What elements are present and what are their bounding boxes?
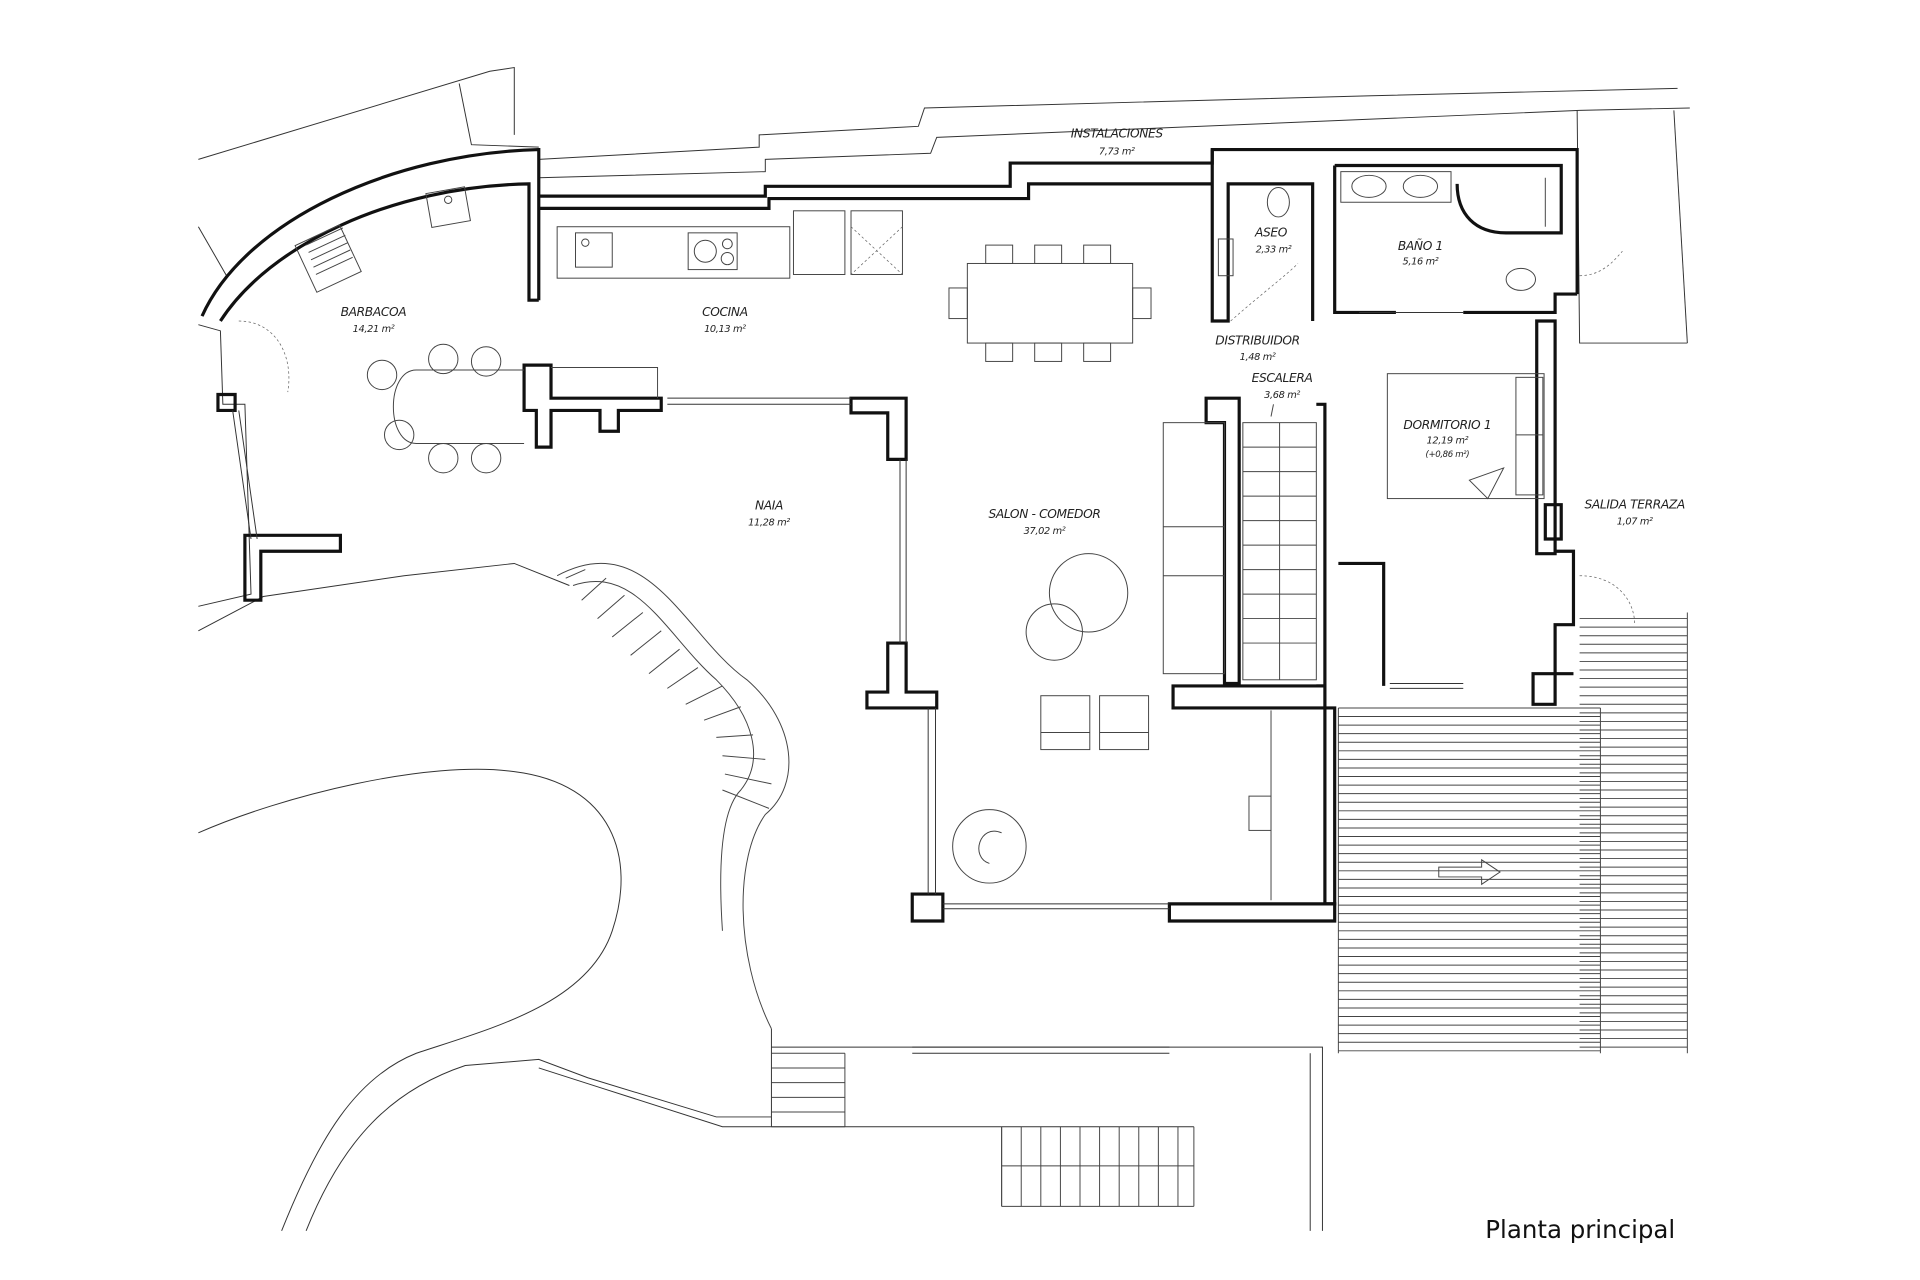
room-name-salon: SALON - COMEDOR [988, 507, 1100, 521]
room-name-naia: NAIA [755, 499, 783, 513]
walls [200, 147, 1579, 923]
room-area-naia: 11,28 m² [748, 518, 790, 529]
room-name-cocina: COCINA [702, 305, 748, 319]
curved-exterior-stair [556, 562, 790, 1029]
salon-furniture [948, 244, 1272, 901]
bedroom-furniture [1386, 373, 1545, 500]
room-name-barbacoa: BARBACOA [341, 305, 407, 319]
site-outline [197, 66, 1690, 1231]
room-area-dormitorio: 12,19 m² [1427, 435, 1469, 446]
outdoor-dining [366, 343, 659, 474]
room-name-aseo: ASEO [1254, 226, 1288, 240]
room-area-salon: 37,02 m² [1024, 526, 1066, 537]
room-area-aseo: 2,33 m² [1256, 244, 1292, 255]
terrace-deck [1337, 612, 1688, 1054]
room-area-barbacoa: 14,21 m² [353, 324, 395, 335]
plan-title: Planta principal [1485, 1215, 1675, 1244]
lower-stairs [771, 1052, 1195, 1207]
room-area-bano: 5,16 m² [1403, 257, 1439, 268]
door-swings [238, 250, 1636, 625]
kitchen-fittings [294, 186, 903, 293]
room-labels: INSTALACIONES 7,73 m² BARBACOA 14,21 m² … [341, 126, 1686, 537]
room-name-dormitorio: DORMITORIO 1 [1403, 418, 1491, 432]
room-area-salida-terraza: 1,07 m² [1617, 516, 1653, 527]
room-name-distribuidor: DISTRIBUIDOR [1215, 333, 1299, 347]
room-extra-dormitorio: (+0,86 m²) [1425, 450, 1469, 460]
room-name-salida-terraza: SALIDA TERRAZA [1584, 497, 1684, 511]
bathroom-fixtures [1217, 171, 1546, 291]
room-area-escalera: 3,68 m² [1264, 390, 1300, 401]
room-name-escalera: ESCALERA [1252, 371, 1313, 385]
direction-arrow-icon [1438, 858, 1501, 886]
room-area-instalaciones: 7,73 m² [1099, 146, 1135, 157]
room-name-instalaciones: INSTALACIONES [1071, 126, 1164, 140]
interior-stair [1242, 404, 1317, 681]
room-name-bano: BAÑO 1 [1398, 238, 1443, 253]
openings [232, 311, 1464, 910]
room-area-distribuidor: 1,48 m² [1240, 352, 1276, 363]
room-area-cocina: 10,13 m² [704, 324, 746, 335]
